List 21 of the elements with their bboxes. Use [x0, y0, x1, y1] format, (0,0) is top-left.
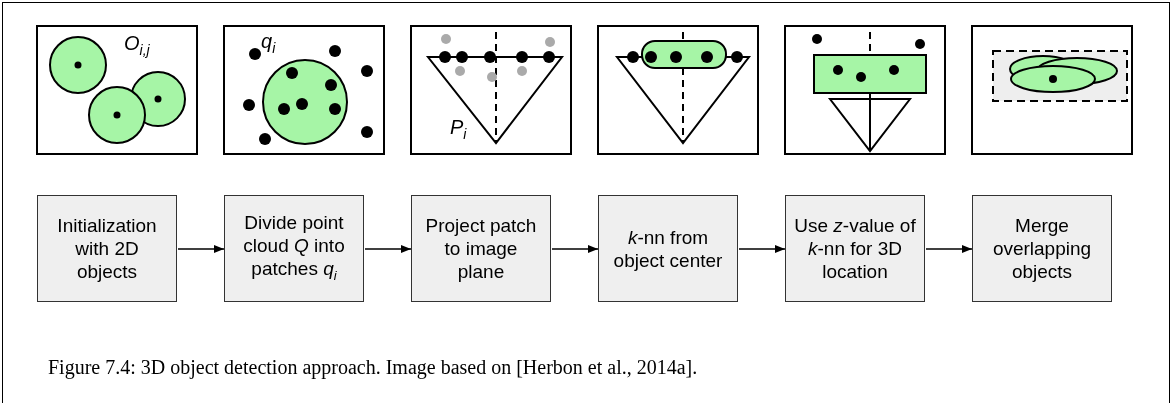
arrow: [177, 244, 225, 254]
process-box: k-nn from object center: [598, 195, 738, 302]
variable-label: O$_{i,j}$: [124, 33, 150, 60]
process-box: Divide point cloud Q into patches q$_{i}$: [224, 195, 364, 302]
arrow: [925, 244, 973, 254]
arrow: [551, 244, 599, 254]
illustration-panel: [784, 25, 946, 155]
arrow: [738, 244, 786, 254]
illustration-panel: [971, 25, 1133, 155]
process-box: Merge overlapping objects: [972, 195, 1112, 302]
illustration-panel: [410, 25, 572, 155]
illustration-panel: [36, 25, 198, 155]
process-box: Initialization with 2D objects: [37, 195, 177, 302]
process-box: Project patch to image plane: [411, 195, 551, 302]
illustration-panel: [597, 25, 759, 155]
variable-label: P$_{i}$: [450, 117, 467, 144]
illustration-panel: [223, 25, 385, 155]
process-box: Use z-value of k-nn for 3D location: [785, 195, 925, 302]
arrow: [364, 244, 412, 254]
variable-label: q$_{i}$: [261, 31, 276, 58]
figure-caption: Figure 7.4: 3D object detection approach. Image based on [Herbon et al., 2014a].: [48, 356, 698, 379]
